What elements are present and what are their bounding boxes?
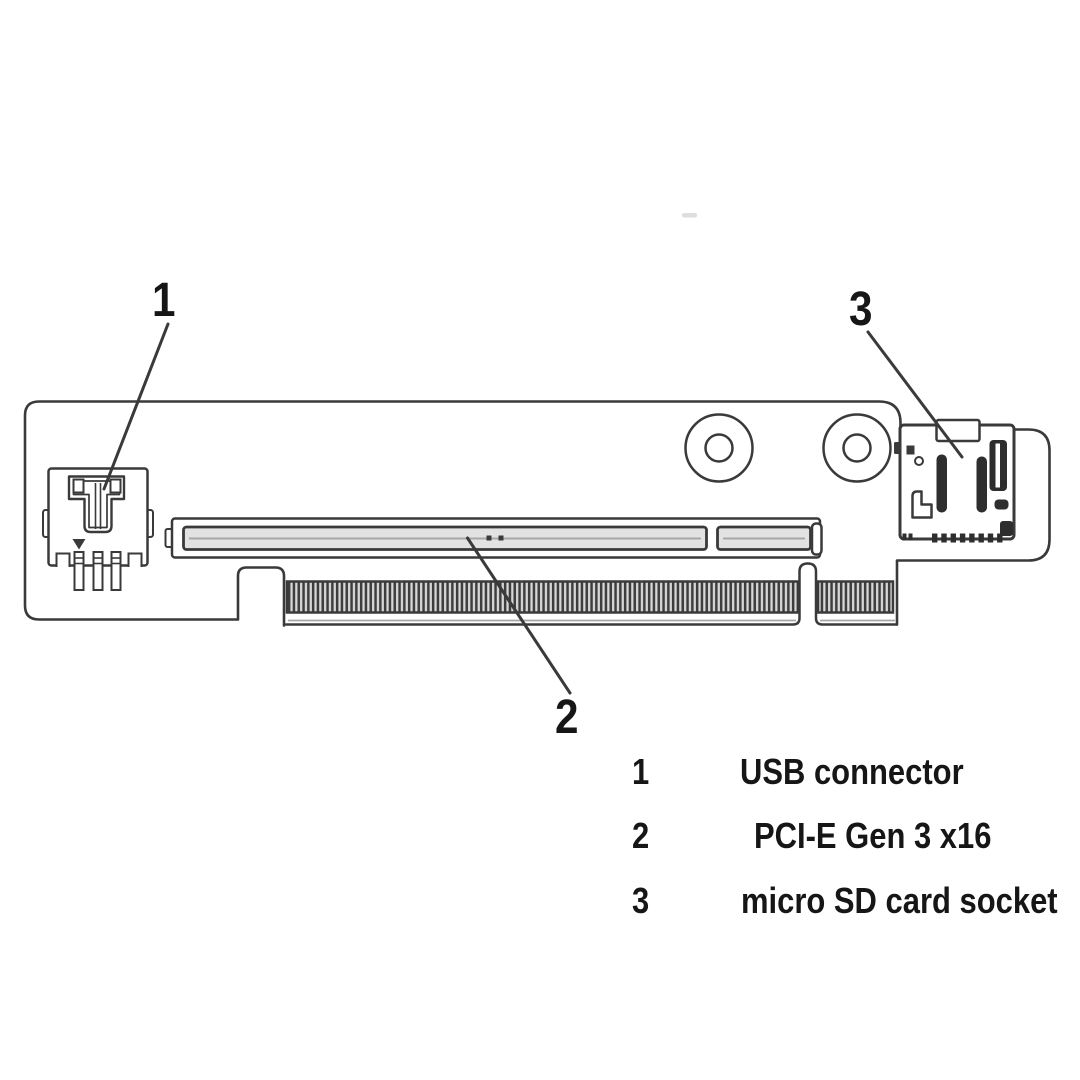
mounting-hole-left [684, 413, 754, 483]
microsd-guide [911, 490, 933, 519]
legend-item-number: 1 [632, 751, 650, 792]
leader-line-1 [102, 322, 170, 491]
pcie-slot [164, 517, 823, 559]
pcie-slot-end-cap [810, 522, 823, 556]
leader-line-3 [866, 330, 964, 459]
edge-connector-fingers [284, 562, 898, 626]
leader-line-2 [466, 536, 572, 695]
legend-row-usb: 1 USB connector [632, 752, 1080, 794]
legend-item-label: USB connector [740, 751, 964, 792]
callout-number-2: 2 [555, 691, 579, 744]
legend-item-label: PCI-E Gen 3 x16 [754, 815, 992, 856]
legend-item-label: micro SD card socket [741, 880, 1058, 921]
callout-number-3: 3 [849, 283, 873, 336]
pin1-marker-triangle [72, 539, 86, 550]
microsd-solder-pads [902, 533, 1003, 543]
callout-number-1: 1 [152, 274, 176, 327]
legend-item-number: 2 [632, 815, 650, 856]
smudge-artifact [682, 213, 697, 218]
usb-pins [73, 551, 122, 591]
edge-key-notch [284, 562, 898, 626]
microsd-socket [894, 418, 1016, 543]
legend-row-microsd: 3 micro SD card socket [632, 881, 1080, 923]
microsd-contact-spring-right [976, 456, 987, 513]
legend-item-number: 3 [632, 880, 650, 921]
usb-connector [42, 467, 154, 591]
microsd-contact-spring-left [936, 454, 947, 513]
mounting-hole-right [822, 413, 892, 483]
legend-row-pcie: 2 PCI-E Gen 3 x16 [632, 816, 1080, 858]
board-outline [23, 400, 1051, 627]
